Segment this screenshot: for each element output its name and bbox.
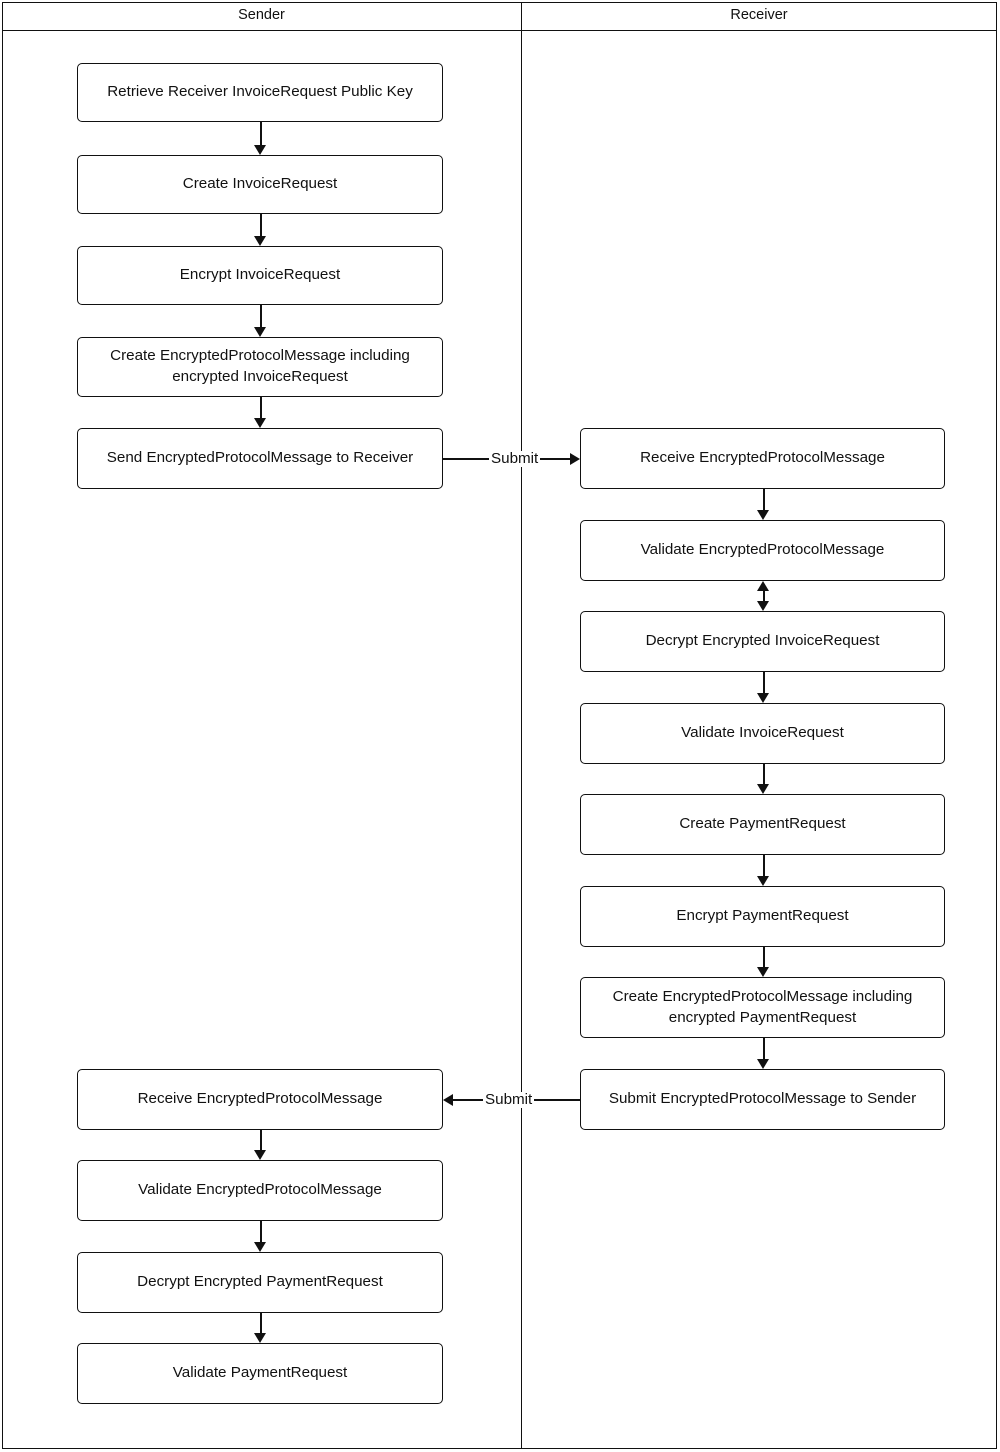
node-decrypt-encrypted-paymentrequest[interactable]: Decrypt Encrypted PaymentRequest: [77, 1252, 443, 1313]
arrowhead-r7-r8: [757, 1059, 769, 1069]
node-create-encryptedprotocolmessage-paymentrequest[interactable]: Create EncryptedProtocolMessage includin…: [580, 977, 945, 1038]
lane-title-sender: Sender: [238, 7, 285, 23]
node-label: Create EncryptedProtocolMessage includin…: [612, 987, 913, 1026]
node-label: Create EncryptedProtocolMessage includin…: [110, 347, 410, 385]
node-label: Validate PaymentRequest: [172, 1364, 348, 1382]
node-decrypt-encrypted-invoicerequest[interactable]: Decrypt Encrypted InvoiceRequest: [580, 611, 945, 672]
connector-s7-s8: [260, 1221, 262, 1242]
node-label: Decrypt Encrypted InvoiceRequest: [645, 632, 880, 650]
node-validate-invoicerequest[interactable]: Validate InvoiceRequest: [580, 703, 945, 764]
node-receiver-receive-encryptedprotocolmessage[interactable]: Receive EncryptedProtocolMessage: [580, 428, 945, 489]
connector-s4-s5: [260, 397, 262, 418]
arrowhead-s6-s7: [254, 1150, 266, 1160]
node-label: Validate EncryptedProtocolMessage: [138, 1181, 382, 1199]
node-receiver-validate-encryptedprotocolmessage[interactable]: Validate EncryptedProtocolMessage: [580, 520, 945, 581]
connector-s2-s3: [260, 214, 262, 236]
connector-r3-r4: [763, 672, 765, 693]
arrowhead-s4-s5: [254, 418, 266, 428]
connector-s1-s2: [260, 122, 262, 145]
node-label: Encrypt InvoiceRequest: [179, 266, 341, 284]
connector-r1-r2: [763, 489, 765, 510]
node-label: Receive EncryptedProtocolMessage: [137, 1090, 383, 1108]
arrowhead-r6-r7: [757, 967, 769, 977]
node-sender-receive-encryptedprotocolmessage[interactable]: Receive EncryptedProtocolMessage: [77, 1069, 443, 1130]
connector-s8-s9: [260, 1313, 262, 1333]
connector-s3-s4: [260, 305, 262, 327]
header-separator: [2, 30, 997, 31]
node-create-encryptedprotocolmessage-invoicerequest[interactable]: Create EncryptedProtocolMessage includin…: [77, 337, 443, 397]
node-label: Send EncryptedProtocolMessage to Receive…: [106, 449, 414, 467]
node-label: Retrieve Receiver InvoiceRequest Public …: [107, 83, 413, 101]
edge-label-submit-return: Submit: [483, 1091, 535, 1108]
connector-s6-s7: [260, 1130, 262, 1150]
node-label: Encrypt PaymentRequest: [676, 907, 849, 925]
arrowhead-s8-s9: [254, 1333, 266, 1343]
arrowhead-s2-s3: [254, 236, 266, 246]
node-create-invoicerequest[interactable]: Create InvoiceRequest: [77, 155, 443, 214]
arrowhead-s5-r1: [570, 453, 580, 465]
connector-r7-r8: [763, 1038, 765, 1059]
arrowhead-s3-s4: [254, 327, 266, 337]
connector-r5-r6: [763, 855, 765, 876]
arrowhead-r3-r2-up: [757, 581, 769, 591]
edge-label-submit-forward: Submit: [489, 450, 541, 467]
node-encrypt-paymentrequest[interactable]: Encrypt PaymentRequest: [580, 886, 945, 947]
arrowhead-r1-r2: [757, 510, 769, 520]
node-retrieve-receiver-invoicerequest-public-key[interactable]: Retrieve Receiver InvoiceRequest Public …: [77, 63, 443, 122]
node-encrypt-invoicerequest[interactable]: Encrypt InvoiceRequest: [77, 246, 443, 305]
arrowhead-r5-r6: [757, 876, 769, 886]
node-send-encryptedprotocolmessage-to-receiver[interactable]: Send EncryptedProtocolMessage to Receive…: [77, 428, 443, 489]
node-label: Validate EncryptedProtocolMessage: [640, 541, 885, 559]
arrowhead-r3-r4: [757, 693, 769, 703]
node-sender-validate-encryptedprotocolmessage[interactable]: Validate EncryptedProtocolMessage: [77, 1160, 443, 1221]
node-label: Create InvoiceRequest: [182, 175, 338, 193]
connector-r6-r7: [763, 947, 765, 967]
arrowhead-r8-s6: [443, 1094, 453, 1106]
node-label: Decrypt Encrypted PaymentRequest: [137, 1273, 383, 1291]
lane-title-receiver: Receiver: [730, 7, 788, 23]
node-label: Create PaymentRequest: [679, 815, 846, 833]
arrowhead-s1-s2: [254, 145, 266, 155]
node-submit-encryptedprotocolmessage-to-sender[interactable]: Submit EncryptedProtocolMessage to Sende…: [580, 1069, 945, 1130]
arrowhead-r2-r3-down: [757, 601, 769, 611]
node-label: Receive EncryptedProtocolMessage: [640, 449, 885, 467]
node-create-paymentrequest[interactable]: Create PaymentRequest: [580, 794, 945, 855]
node-validate-paymentrequest[interactable]: Validate PaymentRequest: [77, 1343, 443, 1404]
connector-r2-r3: [763, 591, 765, 601]
node-label: Submit EncryptedProtocolMessage to Sende…: [608, 1090, 917, 1108]
arrowhead-s7-s8: [254, 1242, 266, 1252]
node-label: Validate InvoiceRequest: [681, 724, 844, 742]
lane-divider: [521, 2, 522, 1449]
connector-r4-r5: [763, 764, 765, 784]
arrowhead-r4-r5: [757, 784, 769, 794]
